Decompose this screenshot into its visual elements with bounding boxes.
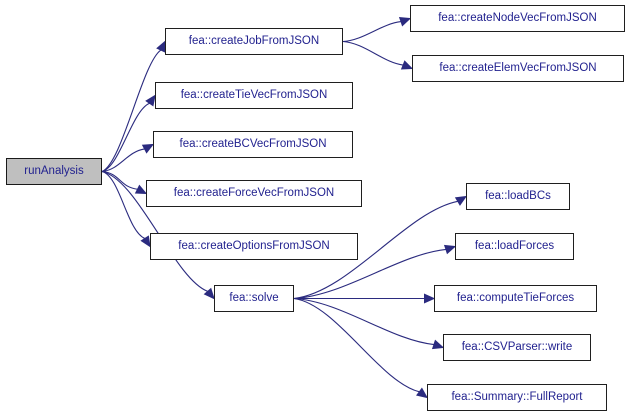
graph-edge-arrowhead: [416, 387, 428, 399]
graph-node-label: fea::Summary::FullReport: [451, 390, 583, 403]
graph-node-label: fea::createOptionsFromJSON: [178, 239, 330, 252]
graph-edge-runAnalysis-to-createBCVecFromJSON: [101, 148, 145, 173]
graph-node-label: fea::solve: [229, 291, 279, 304]
graph-edge-runAnalysis-to-createForceVecFromJSON: [101, 170, 138, 190]
graph-edge-createJobFromJSON-to-createElemVecFromJSON: [342, 40, 404, 66]
graph-node-createBCVecFromJSON[interactable]: fea::createBCVecFromJSON: [153, 131, 353, 158]
graph-node-createOptionsFromJSON[interactable]: fea::createOptionsFromJSON: [150, 233, 358, 260]
graph-node-label: fea::createJobFromJSON: [188, 34, 320, 47]
graph-edge-arrowhead: [431, 339, 445, 350]
graph-edge-solve-to-CSVParserWrite: [293, 297, 435, 346]
graph-node-label: fea::computeTieForces: [456, 291, 575, 304]
graph-edge-runAnalysis-to-createTieVecFromJSON: [101, 102, 150, 173]
graph-node-createJobFromJSON[interactable]: fea::createJobFromJSON: [165, 28, 343, 55]
graph-node-runAnalysis[interactable]: runAnalysis: [6, 158, 102, 185]
graph-node-label: runAnalysis: [24, 164, 84, 177]
graph-node-createNodeVecFromJSON[interactable]: fea::createNodeVecFromJSON: [410, 5, 625, 32]
graph-edge-arrowhead: [156, 40, 166, 53]
graph-edge-arrowhead: [454, 195, 468, 206]
graph-node-label: fea::loadBCs: [485, 189, 551, 202]
graph-node-loadForces[interactable]: fea::loadForces: [455, 233, 574, 260]
graph-edge-createJobFromJSON-to-createNodeVecFromJSON: [342, 21, 402, 43]
graph-edge-solve-to-SummaryFullReport: [293, 297, 420, 393]
graph-node-label: fea::createTieVecFromJSON: [180, 88, 328, 101]
graph-edge-arrowhead: [145, 94, 156, 107]
graph-node-label: fea::CSVParser::write: [461, 340, 573, 353]
graph-edge-arrowhead: [203, 287, 215, 300]
graph-edge-arrowhead: [398, 17, 412, 27]
graph-node-computeTieForces[interactable]: fea::computeTieForces: [434, 285, 597, 312]
graph-node-createForceVecFromJSON[interactable]: fea::createForceVecFromJSON: [146, 180, 362, 207]
graph-edge-arrowhead: [141, 143, 155, 154]
graph-node-loadBCs[interactable]: fea::loadBCs: [466, 183, 570, 210]
graph-node-label: fea::loadForces: [474, 239, 555, 252]
graph-edge-arrowhead: [443, 244, 457, 255]
graph-edge-arrowhead: [400, 60, 414, 70]
graph-node-createElemVecFromJSON[interactable]: fea::createElemVecFromJSON: [412, 55, 624, 82]
graph-edge-arrowhead: [424, 293, 436, 304]
graph-node-label: fea::createForceVecFromJSON: [173, 186, 335, 199]
graph-edge-arrowhead: [134, 184, 148, 195]
graph-node-label: fea::createBCVecFromJSON: [179, 137, 327, 150]
graph-node-label: fea::createNodeVecFromJSON: [438, 11, 597, 24]
graph-node-label: fea::createElemVecFromJSON: [439, 61, 597, 74]
graph-node-CSVParserWrite[interactable]: fea::CSVParser::write: [443, 334, 591, 361]
graph-edge-runAnalysis-to-createOptionsFromJSON: [101, 170, 146, 240]
graph-edge-arrowhead: [140, 235, 151, 248]
graph-node-SummaryFullReport[interactable]: fea::Summary::FullReport: [427, 384, 607, 411]
graph-node-createTieVecFromJSON[interactable]: fea::createTieVecFromJSON: [155, 82, 353, 109]
graph-node-solve[interactable]: fea::solve: [214, 285, 294, 312]
